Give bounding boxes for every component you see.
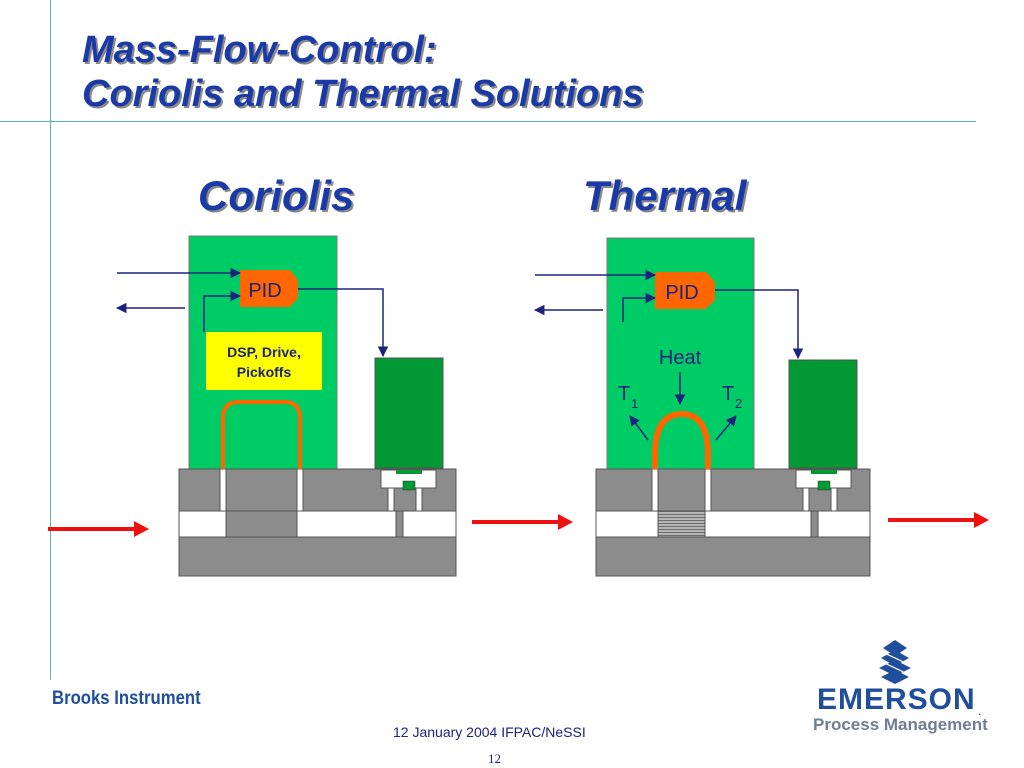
title-divider-horizontal: [0, 121, 976, 122]
thermal-valve-actuator: [788, 359, 858, 469]
thermal-valve-port-right: [830, 487, 838, 512]
coriolis-pid-label: PID: [248, 280, 281, 302]
gas-flow-arrows: [48, 512, 989, 537]
coriolis-sensor-tube: [221, 400, 302, 469]
thermal-sensor-tube: [652, 410, 711, 469]
emerson-wordmark-mark: .: [978, 704, 982, 718]
thermal-t2-arrow: [715, 415, 737, 441]
thermal-valve-drive-arrow: [715, 289, 804, 360]
thermal-tube-port-left: [651, 468, 659, 512]
thermal-t1-subscript: 1: [631, 396, 638, 411]
emerson-wordmark: EMERSON: [817, 683, 976, 716]
slide-title-line-1: Mass-Flow-Control:: [82, 29, 437, 71]
coriolis-feedback-arrow: [203, 290, 242, 332]
coriolis-valve-orifice: [395, 510, 404, 538]
thermal-heat-label: Heat: [659, 347, 702, 369]
flow-middle-arrowhead: [558, 514, 573, 530]
title-divider-vertical: [50, 0, 51, 680]
emerson-logo-icon: [879, 640, 911, 684]
thermal-t1-letter: T: [618, 383, 630, 405]
thermal-valve-plunger: [817, 480, 831, 491]
thermal-t2-subscript: 2: [735, 396, 742, 411]
coriolis-dsp-line-2: Pickoffs: [237, 364, 292, 380]
thermal-feedback-arrow: [622, 292, 657, 322]
coriolis-bypass-plug: [225, 510, 298, 538]
thermal-valve-stem-cap: [811, 470, 837, 474]
flow-inlet-arrowhead: [134, 521, 149, 537]
thermal-valve-orifice: [810, 510, 819, 538]
coriolis-valve-drive-arrow: [298, 288, 389, 358]
page-number: 12: [488, 751, 501, 766]
thermal-heading: Thermal: [583, 172, 747, 219]
coriolis-flow-channel: [178, 510, 457, 538]
thermal-pid-block: [655, 272, 715, 309]
thermal-flow-channel: [595, 510, 871, 538]
slide-title: Mass-Flow-Control: Coriolis and Thermal …: [82, 28, 644, 116]
footer-date: 12 January 2004 IFPAC/NeSSI: [393, 724, 586, 740]
process-management-wordmark: Process Management: [813, 715, 988, 734]
slide-title-line-2: Coriolis and Thermal Solutions: [82, 73, 644, 115]
coriolis-dsp-box: [206, 332, 322, 390]
coriolis-tube-port-right: [296, 468, 304, 512]
thermal-device: PID Heat T 1 T 2: [533, 237, 871, 577]
coriolis-tube-port-left: [219, 468, 227, 512]
coriolis-heading: Coriolis: [198, 172, 355, 219]
coriolis-pid-block: [240, 270, 298, 307]
coriolis-valve-actuator: [374, 357, 444, 469]
flow-outlet-arrowhead: [974, 512, 989, 528]
coriolis-valve-port-right: [415, 487, 423, 512]
brooks-instrument-logo: Brooks Instrument: [52, 688, 201, 709]
thermal-tube-port-right: [704, 468, 712, 512]
coriolis-dsp-line-1: DSP, Drive,: [227, 344, 301, 360]
thermal-laminar-flow-element: [657, 510, 706, 538]
thermal-valve-port-left: [802, 487, 810, 512]
coriolis-valve-plunger: [402, 480, 416, 491]
thermal-t2-letter: T: [722, 383, 734, 405]
coriolis-device: PID DSP, Drive, Pickoffs: [115, 235, 457, 577]
thermal-t1-arrow: [629, 415, 649, 441]
coriolis-valve-stem-cap: [396, 470, 422, 474]
coriolis-valve-port-left: [387, 487, 395, 512]
thermal-pid-label: PID: [665, 282, 698, 304]
